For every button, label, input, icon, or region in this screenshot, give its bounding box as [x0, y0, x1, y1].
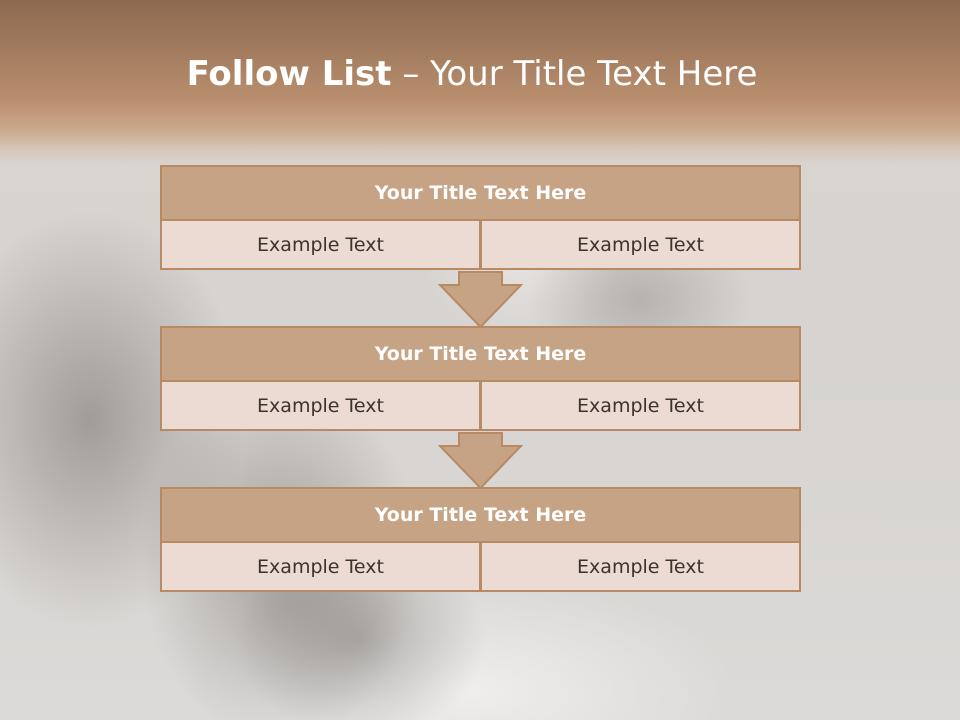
slide-title: Follow List – Your Title Text Here [0, 54, 944, 94]
block-title: Your Title Text Here [160, 326, 801, 382]
block-row: Example Text Example Text [160, 221, 801, 270]
block-cell-right: Example Text [481, 382, 801, 431]
block-row: Example Text Example Text [160, 543, 801, 592]
down-arrow-icon [438, 432, 523, 490]
block-cell-left: Example Text [160, 382, 481, 431]
block-title: Your Title Text Here [160, 165, 801, 221]
list-block-3: Your Title Text Here Example Text Exampl… [160, 487, 801, 592]
block-cell-left: Example Text [160, 221, 481, 270]
down-arrow-icon [438, 271, 523, 329]
block-cell-right: Example Text [481, 221, 801, 270]
slide-title-bold: Follow List [186, 54, 392, 94]
block-title: Your Title Text Here [160, 487, 801, 543]
block-cell-right: Example Text [481, 543, 801, 592]
block-cell-left: Example Text [160, 543, 481, 592]
slide-title-rest: – Your Title Text Here [391, 54, 758, 94]
header-band [0, 0, 960, 165]
list-block-1: Your Title Text Here Example Text Exampl… [160, 165, 801, 270]
list-block-2: Your Title Text Here Example Text Exampl… [160, 326, 801, 431]
block-row: Example Text Example Text [160, 382, 801, 431]
